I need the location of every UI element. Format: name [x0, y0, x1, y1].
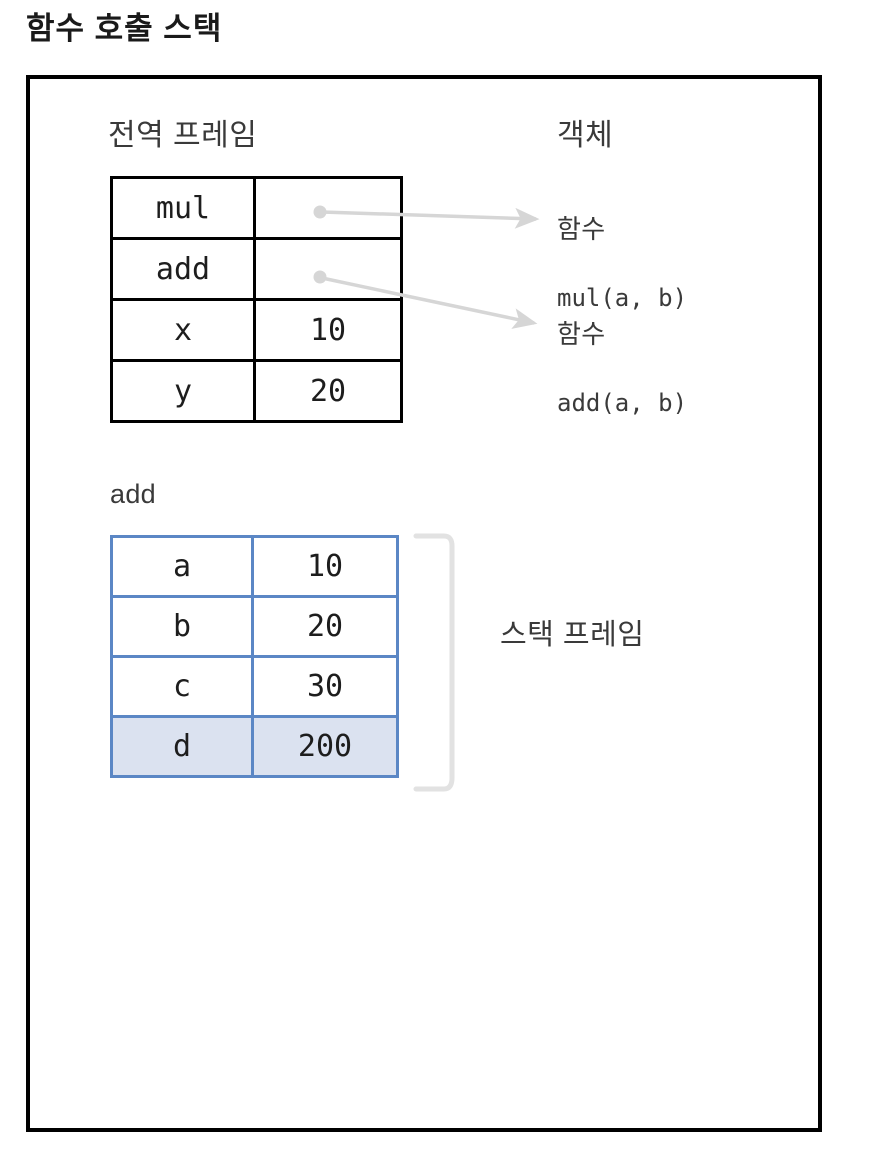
table-row: mul: [110, 176, 403, 240]
table-row: a 10: [110, 535, 399, 598]
object-entry-mul: 함수 mul(a, b): [557, 176, 687, 332]
objects-heading: 객체: [557, 119, 614, 152]
table-row: y 20: [110, 359, 403, 423]
object-signature: mul(a, b): [557, 284, 688, 312]
cell-name: mul: [110, 176, 256, 240]
cell-value: 200: [251, 715, 399, 778]
cell-value: [253, 176, 403, 240]
table-row: c 30: [110, 655, 399, 718]
page-title: 함수 호출 스택: [26, 11, 223, 46]
object-kind: 함수: [557, 319, 606, 349]
cell-value: [253, 237, 403, 301]
cell-name: d: [110, 715, 254, 778]
table-row: b 20: [110, 595, 399, 658]
cell-name: add: [110, 237, 256, 301]
cell-name: x: [110, 298, 256, 362]
cell-value: 20: [251, 595, 399, 658]
object-entry-add: 함수 add(a, b): [557, 281, 687, 437]
object-signature: add(a, b): [557, 389, 688, 417]
cell-value: 20: [253, 359, 403, 423]
stack-frame-name-label: add: [110, 479, 156, 509]
cell-name: b: [110, 595, 254, 658]
global-frame-table: mul add x 10 y 20: [110, 176, 403, 423]
cell-value: 10: [251, 535, 399, 598]
cell-name: y: [110, 359, 256, 423]
cell-value: 10: [253, 298, 403, 362]
stack-frame-table: a 10 b 20 c 30 d 200: [110, 535, 399, 778]
cell-name: a: [110, 535, 254, 598]
table-row: x 10: [110, 298, 403, 362]
global-frame-heading: 전역 프레임: [108, 119, 258, 152]
stack-frame-bracket-label: 스택 프레임: [500, 619, 645, 651]
object-kind: 함수: [557, 214, 606, 244]
cell-name: c: [110, 655, 254, 718]
cell-value: 30: [251, 655, 399, 718]
table-row: add: [110, 237, 403, 301]
table-row-highlighted: d 200: [110, 715, 399, 778]
